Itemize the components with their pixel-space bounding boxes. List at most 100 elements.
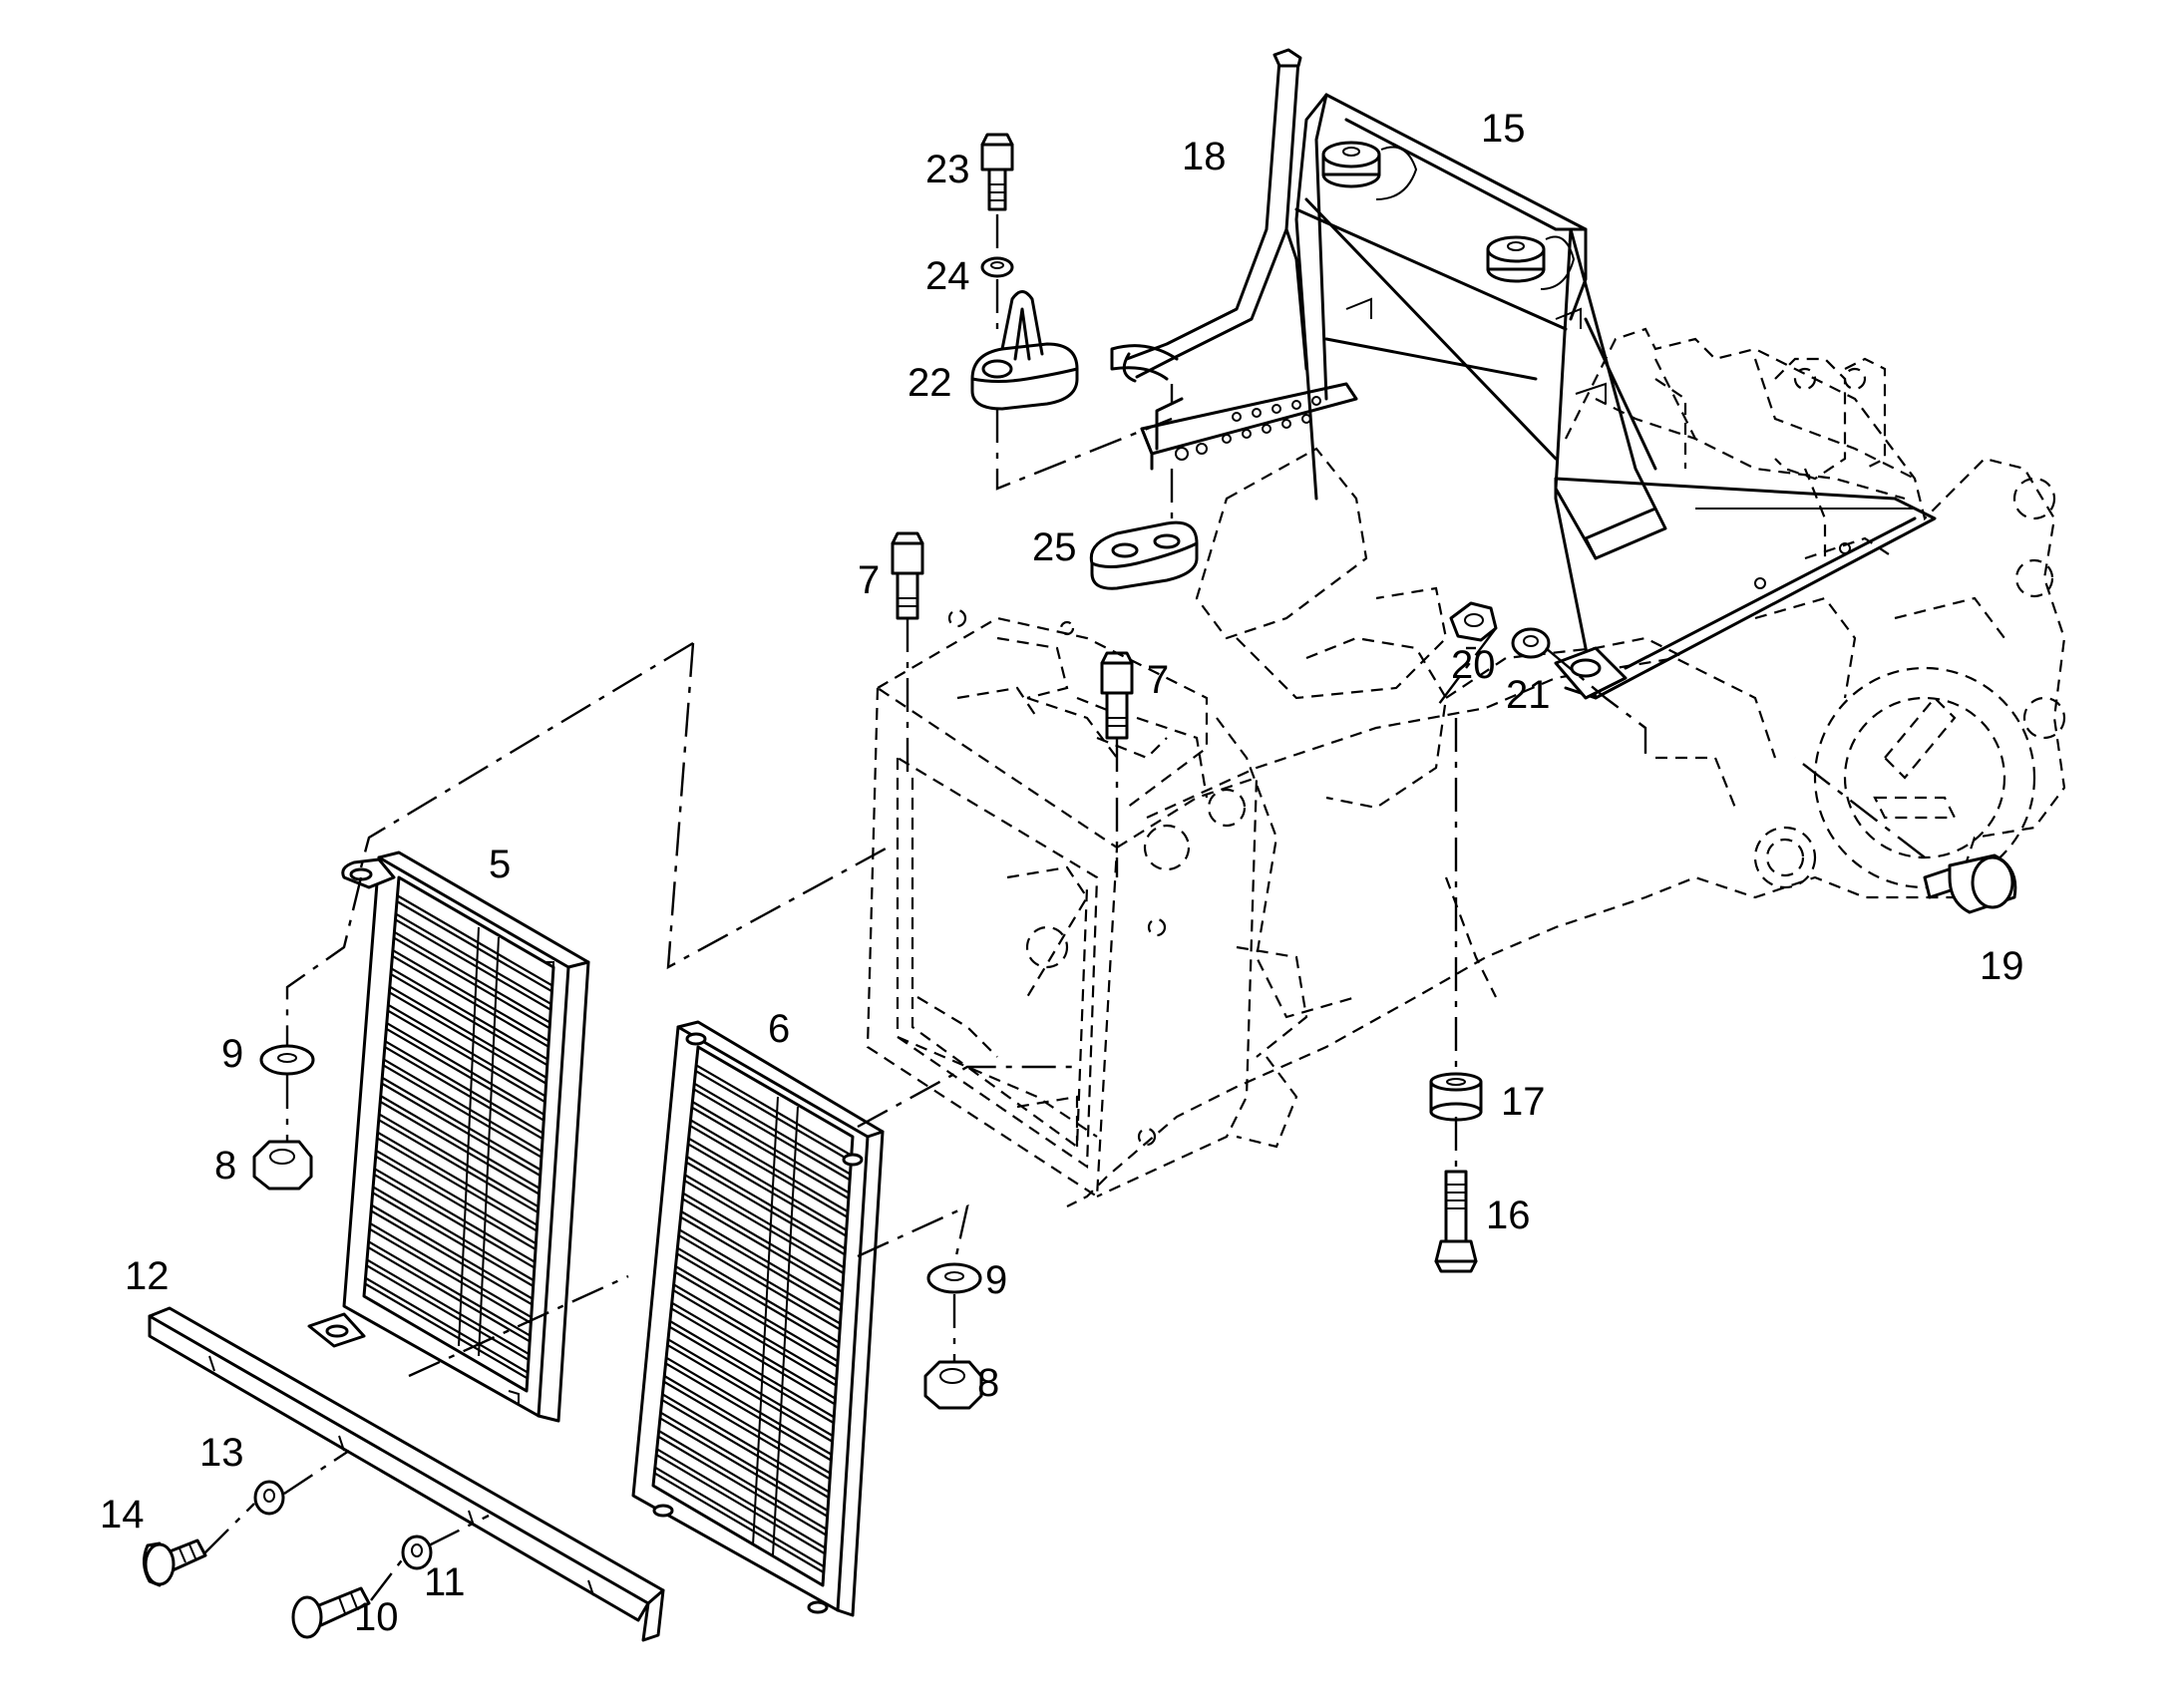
callout-7b: 7 bbox=[1147, 658, 1169, 702]
grille-6 bbox=[631, 1020, 885, 1617]
grille-slat bbox=[671, 1307, 837, 1406]
grille-slat bbox=[661, 1393, 830, 1494]
callout-14: 14 bbox=[100, 1493, 145, 1537]
grille-slat bbox=[684, 1180, 845, 1275]
grille-slat bbox=[686, 1156, 847, 1250]
grille-slat bbox=[393, 930, 551, 1024]
grille-slat bbox=[667, 1338, 834, 1437]
grille-slat bbox=[665, 1362, 833, 1462]
grille-slat bbox=[374, 1168, 536, 1263]
grille-slat bbox=[381, 1082, 542, 1178]
grille-slat bbox=[387, 1003, 546, 1098]
grille-slat bbox=[686, 1162, 847, 1256]
grille-slat bbox=[671, 1301, 837, 1400]
grille-slat bbox=[389, 991, 547, 1085]
grille-slat bbox=[384, 1046, 544, 1141]
grille-slat bbox=[366, 1264, 530, 1361]
callout-8a: 8 bbox=[214, 1144, 236, 1188]
grille-slat bbox=[693, 1088, 852, 1182]
callout-10: 10 bbox=[354, 1595, 399, 1639]
grille-slat bbox=[390, 967, 548, 1061]
nut-8-right bbox=[923, 1360, 983, 1410]
callout-19: 19 bbox=[1980, 944, 2024, 988]
grille-slat bbox=[395, 918, 552, 1011]
callout-5: 5 bbox=[489, 843, 511, 886]
grille-slat bbox=[386, 1028, 545, 1122]
grille-slat bbox=[695, 1070, 853, 1163]
grille-slat bbox=[364, 1282, 529, 1380]
grille-slat bbox=[383, 1058, 543, 1153]
grille-slat bbox=[669, 1326, 835, 1425]
grille-slat bbox=[366, 1258, 530, 1355]
leader-lines bbox=[203, 214, 1926, 1601]
grille-slat bbox=[380, 1095, 541, 1190]
cap-19 bbox=[1923, 854, 2017, 914]
callout-9a: 9 bbox=[221, 1032, 243, 1076]
washer-9-right bbox=[926, 1262, 982, 1294]
bolt-23 bbox=[980, 133, 1014, 211]
grille-slat bbox=[680, 1216, 843, 1312]
grille-slat bbox=[364, 1276, 529, 1374]
bolt-14 bbox=[143, 1538, 207, 1587]
grille-slat bbox=[691, 1101, 850, 1195]
grille-slat bbox=[380, 1101, 541, 1196]
grille-slat bbox=[396, 894, 553, 987]
grille-slat bbox=[674, 1271, 839, 1368]
grille-slat bbox=[678, 1228, 842, 1325]
grille-slat bbox=[680, 1210, 843, 1306]
callout-6: 6 bbox=[768, 1007, 790, 1051]
callout-23: 23 bbox=[925, 148, 970, 191]
grille-slat bbox=[654, 1466, 825, 1568]
grille-slat bbox=[368, 1240, 532, 1337]
grille-slat bbox=[665, 1356, 833, 1456]
grille-slat bbox=[669, 1320, 835, 1419]
grille-slat bbox=[691, 1107, 850, 1200]
nut-20 bbox=[1449, 601, 1498, 642]
washer-24 bbox=[980, 256, 1014, 278]
callout-21: 21 bbox=[1506, 673, 1551, 717]
grille-slat bbox=[656, 1448, 827, 1549]
callout-7a: 7 bbox=[858, 558, 880, 602]
grille-slat bbox=[684, 1174, 845, 1269]
grille-slat bbox=[393, 936, 551, 1030]
bolt-7-left bbox=[891, 531, 924, 620]
grille-slat bbox=[377, 1137, 539, 1232]
grille-slat bbox=[384, 1040, 544, 1135]
grille-slat bbox=[689, 1119, 849, 1212]
grille-slat bbox=[386, 1022, 545, 1116]
grille-slat bbox=[372, 1186, 535, 1282]
washer-13 bbox=[253, 1480, 285, 1516]
grille-slat bbox=[693, 1082, 852, 1176]
grille-slat bbox=[673, 1289, 838, 1387]
grille-5 bbox=[307, 851, 590, 1423]
grille-slat bbox=[667, 1344, 834, 1443]
grille-slat bbox=[395, 912, 552, 1005]
grille-slat bbox=[661, 1399, 830, 1500]
spacer-plate-25 bbox=[1089, 520, 1199, 590]
tube-18 bbox=[1110, 48, 1308, 383]
callouts: 5 6 7 7 8 8 9 9 10 11 12 13 14 15 16 17 … bbox=[100, 107, 2024, 1639]
grille-slat bbox=[659, 1417, 829, 1518]
grille-slat bbox=[392, 949, 549, 1042]
grille-slat bbox=[369, 1222, 533, 1319]
grille-slat bbox=[375, 1149, 537, 1245]
grille-slat bbox=[673, 1283, 838, 1381]
grille-slat bbox=[387, 1009, 546, 1104]
grille-slat bbox=[389, 985, 547, 1079]
grille-slat bbox=[688, 1143, 848, 1237]
grille-slat bbox=[678, 1234, 842, 1331]
grille-slat bbox=[689, 1125, 849, 1218]
grille-slat bbox=[378, 1119, 540, 1214]
callout-18: 18 bbox=[1182, 135, 1227, 178]
grille-slat bbox=[375, 1155, 537, 1251]
grille-slat bbox=[374, 1174, 536, 1269]
grille-slat bbox=[676, 1246, 840, 1344]
washer-21 bbox=[1511, 627, 1551, 659]
cover-strip-12 bbox=[148, 1306, 665, 1642]
callout-8b: 8 bbox=[977, 1361, 999, 1405]
cab-support-frame-15 bbox=[1140, 93, 1937, 700]
callout-22: 22 bbox=[908, 361, 952, 405]
grille-slat bbox=[390, 973, 548, 1067]
lift-eye-22 bbox=[970, 290, 1079, 411]
